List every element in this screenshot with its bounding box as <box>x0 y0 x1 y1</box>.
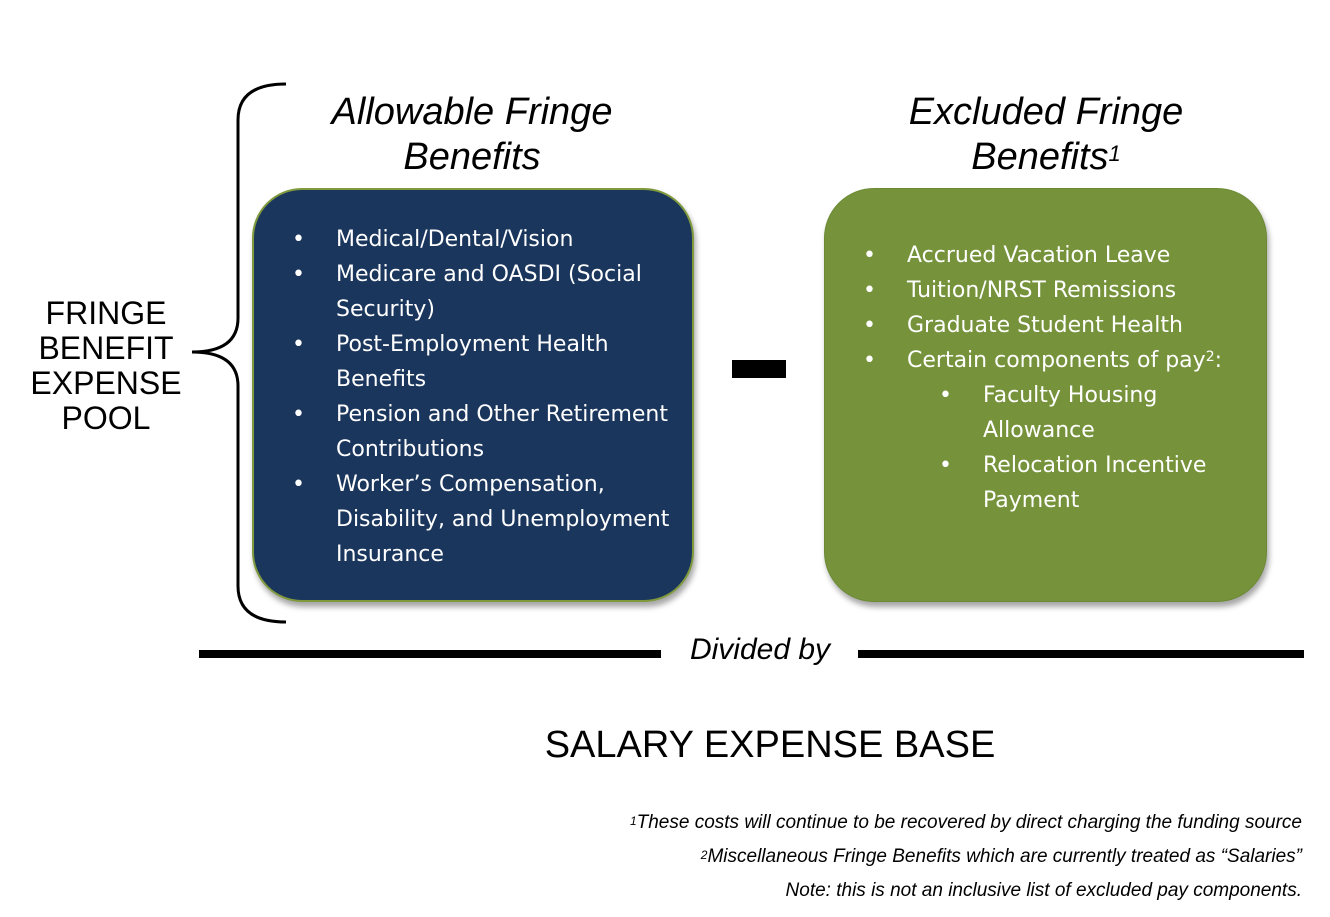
excluded-benefits-list: Accrued Vacation Leave Tuition/NRST Remi… <box>863 238 1256 518</box>
list-item-suffix: : <box>1214 348 1223 373</box>
list-item: Graduate Student Health <box>863 308 1256 343</box>
footnote-marker: 2 <box>700 848 708 862</box>
footnote-1: 1These costs will continue to be recover… <box>630 811 1302 835</box>
list-item: Medicare and OASDI (Social Security) <box>292 257 682 327</box>
footnote-text: These costs will continue to be recovere… <box>636 812 1302 833</box>
pool-label-line: EXPENSE <box>30 365 182 401</box>
excluded-benefits-box: Accrued Vacation Leave Tuition/NRST Remi… <box>824 188 1267 602</box>
curly-brace <box>191 82 287 624</box>
footnote-marker: 1 <box>1108 141 1121 166</box>
pool-label-line: FRINGE <box>45 295 167 331</box>
minus-sign <box>732 360 786 378</box>
pay-components-sublist: Faculty Housing Allowance Relocation Inc… <box>939 378 1256 518</box>
list-item: Medical/Dental/Vision <box>292 222 682 257</box>
salary-expense-base-label: SALARY EXPENSE BASE <box>544 724 996 766</box>
allowable-fringe-benefits-heading: Allowable Fringe Benefits <box>292 90 652 180</box>
heading-line: Allowable Fringe <box>331 91 613 133</box>
sub-list-item: Faculty Housing Allowance <box>939 378 1256 448</box>
list-item-text: Certain components of pay <box>907 348 1206 373</box>
excluded-fringe-benefits-heading: Excluded Fringe Benefits1 <box>860 90 1232 180</box>
pool-label-line: POOL <box>61 400 151 436</box>
list-item: Pension and Other Retirement Contributio… <box>292 397 682 467</box>
divided-by-label: Divided by <box>689 633 831 666</box>
heading-line: Benefits <box>403 136 541 178</box>
list-item: Worker’s Compensation, Disability, and U… <box>292 467 682 572</box>
divider-line-right <box>858 650 1304 658</box>
heading-line: Benefits1 <box>860 135 1232 180</box>
fringe-benefit-expense-pool-label: FRINGE BENEFIT EXPENSE POOL <box>14 296 198 436</box>
divider-line-left <box>199 650 661 658</box>
footnote-text: Miscellaneous Fringe Benefits which are … <box>707 846 1302 867</box>
list-item: Tuition/NRST Remissions <box>863 273 1256 308</box>
heading-text: Benefits <box>971 136 1109 178</box>
heading-line: Excluded Fringe <box>908 91 1184 133</box>
list-item: Post-Employment Health Benefits <box>292 327 682 397</box>
footnote-2: 2Miscellaneous Fringe Benefits which are… <box>701 845 1302 869</box>
list-item-pay-components: Certain components of pay2: Faculty Hous… <box>863 343 1256 518</box>
pool-label-line: BENEFIT <box>38 330 174 366</box>
allowable-benefits-list: Medical/Dental/Vision Medicare and OASDI… <box>292 222 682 572</box>
footnote-marker: 2 <box>1205 349 1215 365</box>
list-item: Accrued Vacation Leave <box>863 238 1256 273</box>
sub-list-item: Relocation Incentive Payment <box>939 448 1256 518</box>
allowable-benefits-box: Medical/Dental/Vision Medicare and OASDI… <box>252 188 694 602</box>
footnote-marker: 1 <box>629 814 637 828</box>
footnote-note: Note: this is not an inclusive list of e… <box>785 880 1302 901</box>
